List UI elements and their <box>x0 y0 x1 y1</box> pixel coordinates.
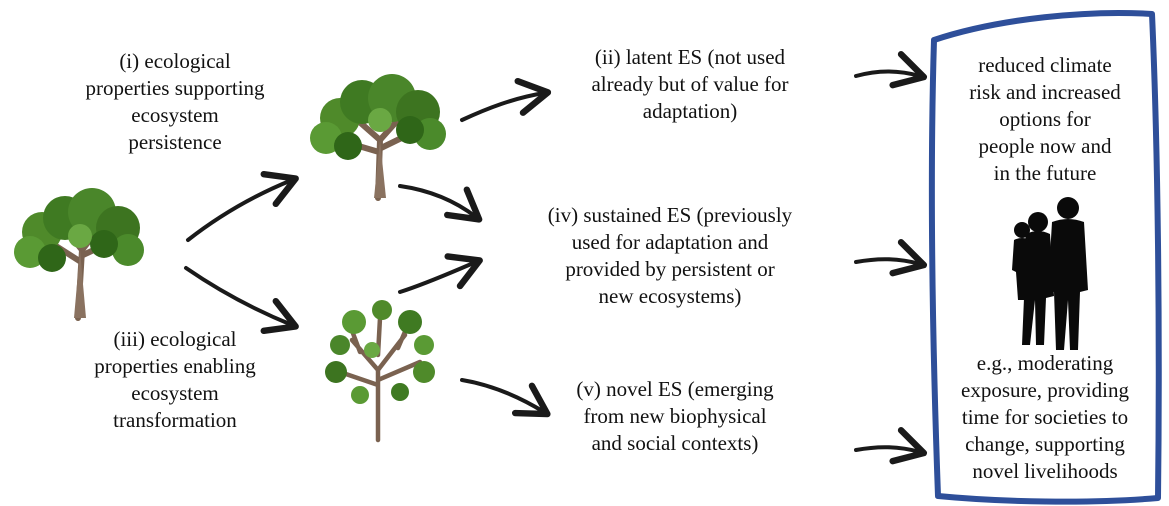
label-ecological-transformation: (iii) ecological properties enabling eco… <box>94 327 256 432</box>
arrow-icon <box>854 51 928 89</box>
label-ecological-persistence: (i) ecological properties supporting eco… <box>85 49 265 154</box>
arrow-icon <box>854 239 928 277</box>
people-silhouette-icon <box>1012 197 1088 350</box>
label-novel-es: (v) novel ES (emerging from new biophysi… <box>576 377 774 455</box>
arrow-icon <box>186 170 299 242</box>
tree-icon <box>14 188 144 321</box>
arrow-icon <box>184 266 299 335</box>
tree-icon <box>325 300 435 443</box>
arrow-icon <box>460 378 551 418</box>
tree-icon <box>310 74 446 201</box>
arrow-icon <box>398 253 483 294</box>
arrow-icon <box>398 184 483 223</box>
outcome-top-text: reduced climate risk and increased optio… <box>969 53 1121 185</box>
label-sustained-es: (iv) sustained ES (previously used for a… <box>547 203 793 308</box>
arrow-icon <box>854 427 928 465</box>
label-latent-es: (ii) latent ES (not used already but of … <box>591 45 789 123</box>
outcome-bottom-text: e.g., moderating exposure, providing tim… <box>961 351 1129 483</box>
arrow-icon <box>460 77 552 122</box>
outcome-box-border <box>928 10 1162 505</box>
